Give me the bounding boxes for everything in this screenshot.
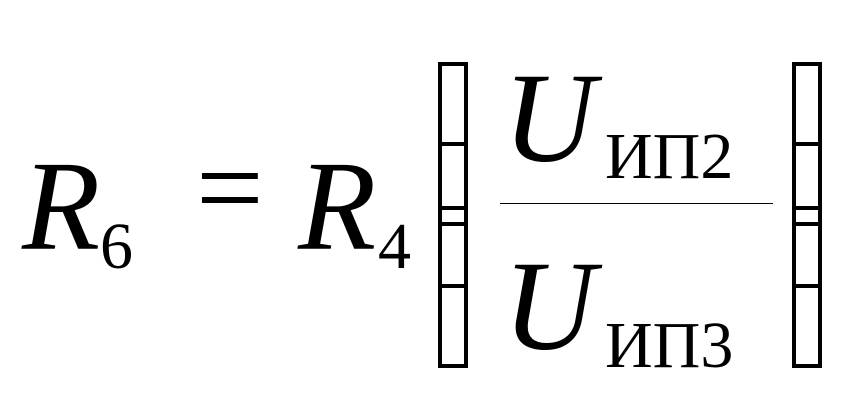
- numerator-subscript: ИП2: [605, 120, 734, 193]
- lhs-subscript: 6: [100, 210, 133, 283]
- lhs-symbol: R: [22, 135, 101, 277]
- numerator-symbol: U: [503, 47, 596, 189]
- equals-sign: =: [196, 121, 264, 254]
- left-bracket: [438, 62, 468, 368]
- coefficient-symbol: R: [298, 135, 377, 277]
- right-bracket: [792, 62, 822, 368]
- coefficient-subscript: 4: [378, 210, 411, 283]
- denominator-subscript: ИП3: [605, 309, 734, 382]
- denominator-symbol: U: [503, 235, 596, 377]
- fraction-bar: [500, 203, 773, 204]
